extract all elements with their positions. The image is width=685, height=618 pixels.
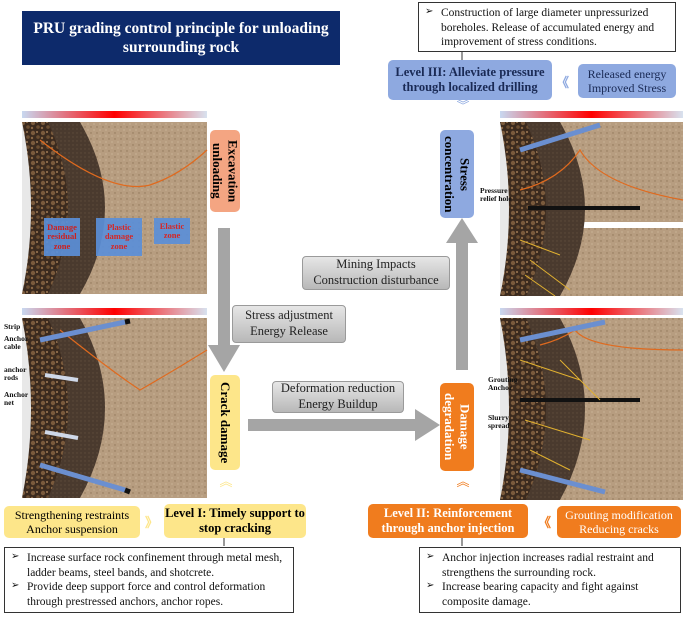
- stage-crack: Crack damage: [210, 375, 240, 470]
- process-stress-adjustment: Stress adjustment Energy Release: [232, 305, 346, 343]
- chevron-up-icon: ︽: [219, 474, 233, 489]
- panel-stress: [500, 111, 684, 297]
- stage-damage-label: Damage degradation: [442, 393, 473, 461]
- stage-damage: Damage degradation: [440, 383, 474, 471]
- note-level2: Anchor injection increases radial restra…: [419, 547, 681, 613]
- process-deformation: Deformation reduction Energy Buildup: [272, 381, 404, 413]
- zone-elastic: Elastic zone: [154, 218, 190, 244]
- label-slurry: Slurry spread: [488, 413, 510, 431]
- stage-stress: Stress concentration: [440, 130, 474, 218]
- zone-plastic: Plastic damage zone: [96, 218, 142, 256]
- arrow-down-left: [208, 228, 240, 372]
- note-level3: Construction of large diameter unpressur…: [418, 2, 676, 52]
- zone-damage: Damage residual zone: [44, 218, 80, 256]
- note-level1: Increase surface rock confinement throug…: [4, 547, 294, 613]
- arrow-right-middle: [248, 409, 440, 441]
- label-strip: Strip: [4, 322, 21, 331]
- level1-box: Level I: Timely support to stop cracking: [164, 504, 306, 538]
- chevron-down-icon: ︾: [456, 98, 470, 113]
- level3-box: Level III: Alleviate pressure through lo…: [388, 60, 552, 100]
- panel-excavation: [22, 111, 208, 294]
- label-pressure-relief: Pressure relief hole: [480, 186, 512, 204]
- effect-level3: Released energy Improved Stress: [578, 64, 676, 98]
- effect-level2: Grouting modification Reducing cracks: [557, 506, 681, 538]
- stage-excavation-label: Excavation unloading: [210, 139, 241, 203]
- level2-box: Level II: Reinforcement through anchor i…: [368, 504, 528, 538]
- chevron-left-icon: 《: [556, 75, 570, 90]
- label-anchor-net: Anchor net: [4, 390, 29, 408]
- page-title: PRU grading control principle for unload…: [22, 11, 340, 65]
- process-mining: Mining Impacts Construction disturbance: [302, 256, 450, 290]
- arrow-up-right: [446, 218, 478, 370]
- panel-damage: [500, 308, 684, 500]
- chevron-right-icon: 》: [145, 515, 159, 530]
- stage-stress-label: Stress concentration: [442, 135, 473, 213]
- chevron-up-icon: ︽: [456, 474, 470, 489]
- effect-level1: Strengthening restraints Anchor suspensi…: [4, 506, 140, 538]
- label-anchor-rods: anchor rods: [4, 365, 27, 383]
- panel-crack: [22, 308, 208, 498]
- chevron-left-icon: 《: [538, 515, 552, 530]
- stage-excavation: Excavation unloading: [210, 130, 241, 212]
- stage-crack-label: Crack damage: [217, 381, 233, 464]
- label-grouting-anchor: Grouting Anchor: [488, 375, 518, 393]
- label-anchor-cable: Anchor cable: [4, 334, 29, 352]
